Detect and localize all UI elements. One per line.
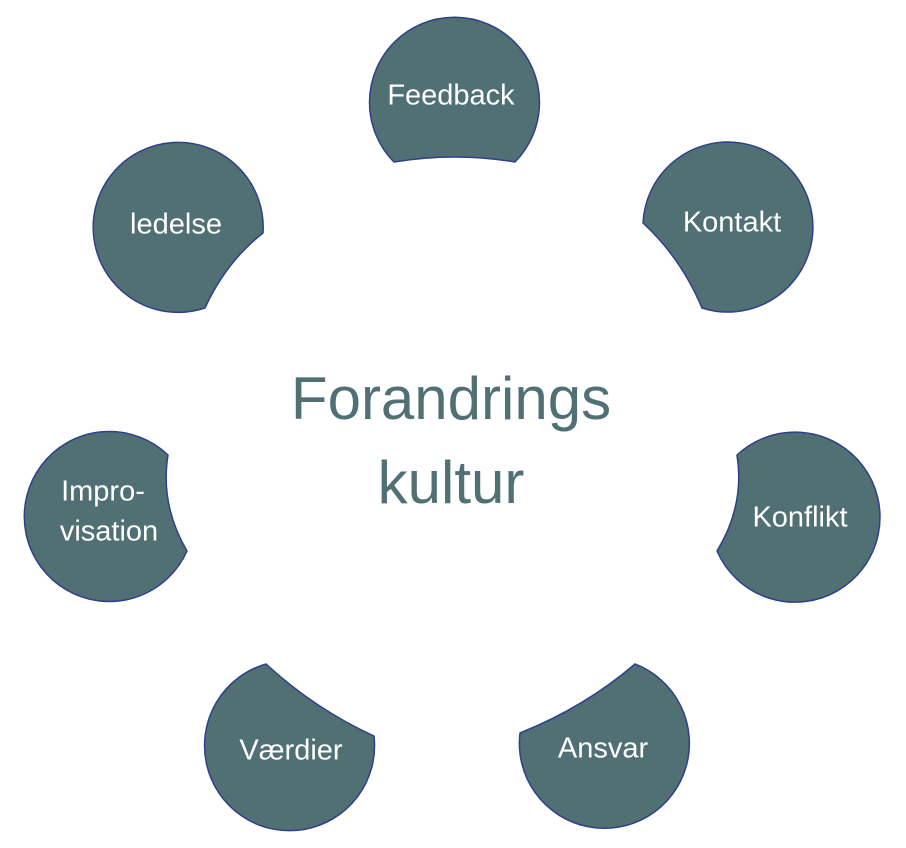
- center-title-line1: Forandrings: [291, 365, 611, 432]
- node-ledelse-label: ledelse: [130, 209, 222, 241]
- node-vaerdier: Værdier: [203, 663, 376, 832]
- node-ansvar: Ansvar: [518, 663, 691, 830]
- node-improvisation-label-line1: Impro-: [61, 476, 145, 508]
- node-kontakt-label: Kontakt: [683, 207, 781, 239]
- node-kontakt: Kontakt: [642, 141, 814, 313]
- center-title: Forandrings kultur: [291, 365, 611, 516]
- node-konflikt-label: Konflikt: [752, 502, 847, 534]
- node-konflikt: Konflikt: [716, 431, 881, 603]
- node-ansvar-label: Ansvar: [558, 733, 649, 765]
- node-kontakt-shape: [642, 141, 814, 313]
- node-feedback-shape: [368, 16, 541, 163]
- node-feedback: Feedback: [368, 16, 541, 163]
- node-improvisation-label-line2: visation: [60, 516, 158, 548]
- node-vaerdier-label: Værdier: [239, 735, 342, 767]
- node-vaerdier-shape: [203, 663, 376, 832]
- node-improvisation: Impro- visation: [23, 430, 188, 603]
- node-feedback-label: Feedback: [387, 80, 515, 112]
- node-konflikt-shape: [716, 431, 881, 603]
- node-ansvar-shape: [518, 663, 691, 830]
- node-ledelse-shape: [92, 141, 264, 314]
- node-ledelse: ledelse: [92, 141, 264, 314]
- center-title-line2: kultur: [378, 449, 525, 516]
- node-improvisation-shape: [23, 430, 188, 603]
